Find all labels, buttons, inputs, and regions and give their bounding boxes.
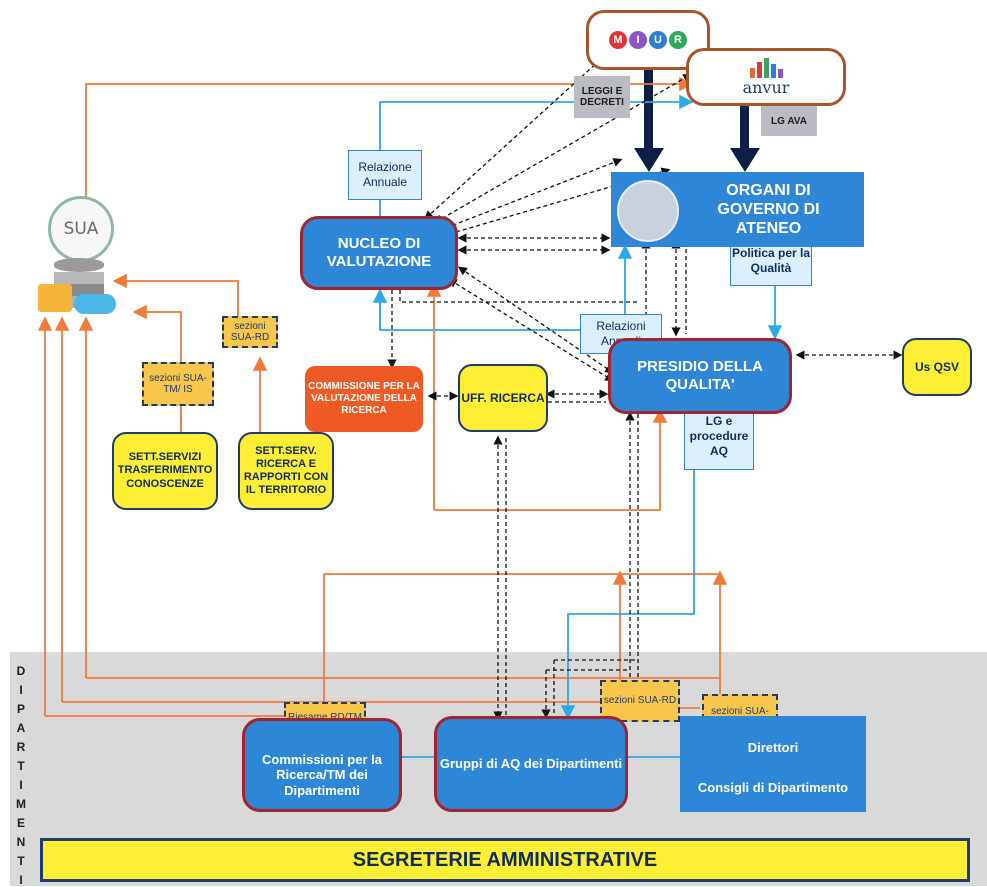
anvur-to-organi-arrow [730, 105, 760, 172]
dipartimenti-letter: P [16, 702, 25, 716]
anvur-logo-box: anvur [686, 48, 846, 106]
cloud-icon [74, 294, 116, 314]
sett-servizi-node: SETT.SERVIZI TRASFERIMENTO CONOSCENZE [112, 432, 218, 510]
sezioni-sua-rd-tag: sezioni SUA-RD [222, 316, 278, 348]
commissione-valutazione-node: COMMISSIONE PER LA VALUTAZIONE DELLA RIC… [305, 366, 423, 432]
sett-serv-ricerca-node: SETT.SERV. RICERCA E RAPPORTI CON IL TER… [238, 432, 334, 510]
consigli-label: Consigli di Dipartimento [697, 780, 849, 795]
presidio-qualita-node: PRESIDIO DELLA QUALITA' [608, 338, 792, 414]
dipartimenti-letter: R [16, 740, 26, 754]
miur-to-organi-arrow [634, 70, 664, 172]
ateneo-seal-icon [617, 180, 679, 242]
us-qsv-node: Us QSV [902, 338, 972, 396]
dipartimenti-letter: I [19, 873, 23, 887]
lg-ava-doc: LG AVA [761, 106, 817, 136]
sezioni-sua-rd-bottom-tag: sezioni SUA-RD [600, 680, 680, 722]
uff-ricerca-node: UFF. RICERCA [458, 364, 548, 432]
segreterie-amministrative-bar: SEGRETERIE AMMINISTRATIVE [40, 838, 970, 882]
direttori-label: Direttori [747, 740, 799, 755]
dipartimenti-letter: T [17, 759, 25, 773]
dipartimenti-letter: D [16, 664, 26, 678]
anvur-logo-text: anvur [742, 77, 790, 97]
gruppi-aq-node: Gruppi di AQ dei Dipartimenti [434, 716, 628, 812]
sua-logo-circle: SUA [48, 196, 114, 262]
dipartimenti-letter: I [19, 683, 23, 697]
sua-database-icon: SUA [38, 196, 120, 321]
relazione-annuale-doc: Relazione Annuale [348, 150, 422, 200]
dipartimenti-letter: N [16, 835, 26, 849]
dipartimenti-letter: M [16, 797, 26, 811]
direttori-consigli-node: Direttori Consigli di Dipartimento [680, 716, 866, 812]
leggi-decreti-doc: LEGGI E DECRETI [574, 76, 630, 118]
dipartimenti-letter: T [17, 854, 25, 868]
dipartimenti-letter: E [16, 816, 25, 830]
miur-logo-icon: M I U R [609, 31, 687, 49]
organi-governo-node: ORGANI DI GOVERNO DI ATENEO [611, 172, 864, 247]
folder-icon [38, 284, 72, 312]
dipartimenti-letter: I [19, 778, 23, 792]
commissioni-ricerca-node: Commissioni per la Ricerca/TM dei Dipart… [242, 718, 402, 812]
anvur-logo-icon [749, 57, 783, 78]
nucleo-valutazione-node: NUCLEO DI VALUTAZIONE [300, 216, 458, 290]
sezioni-sua-tm-is-tag: sezioni SUA-TM/ IS [142, 362, 214, 406]
dipartimenti-letter: A [16, 721, 26, 735]
